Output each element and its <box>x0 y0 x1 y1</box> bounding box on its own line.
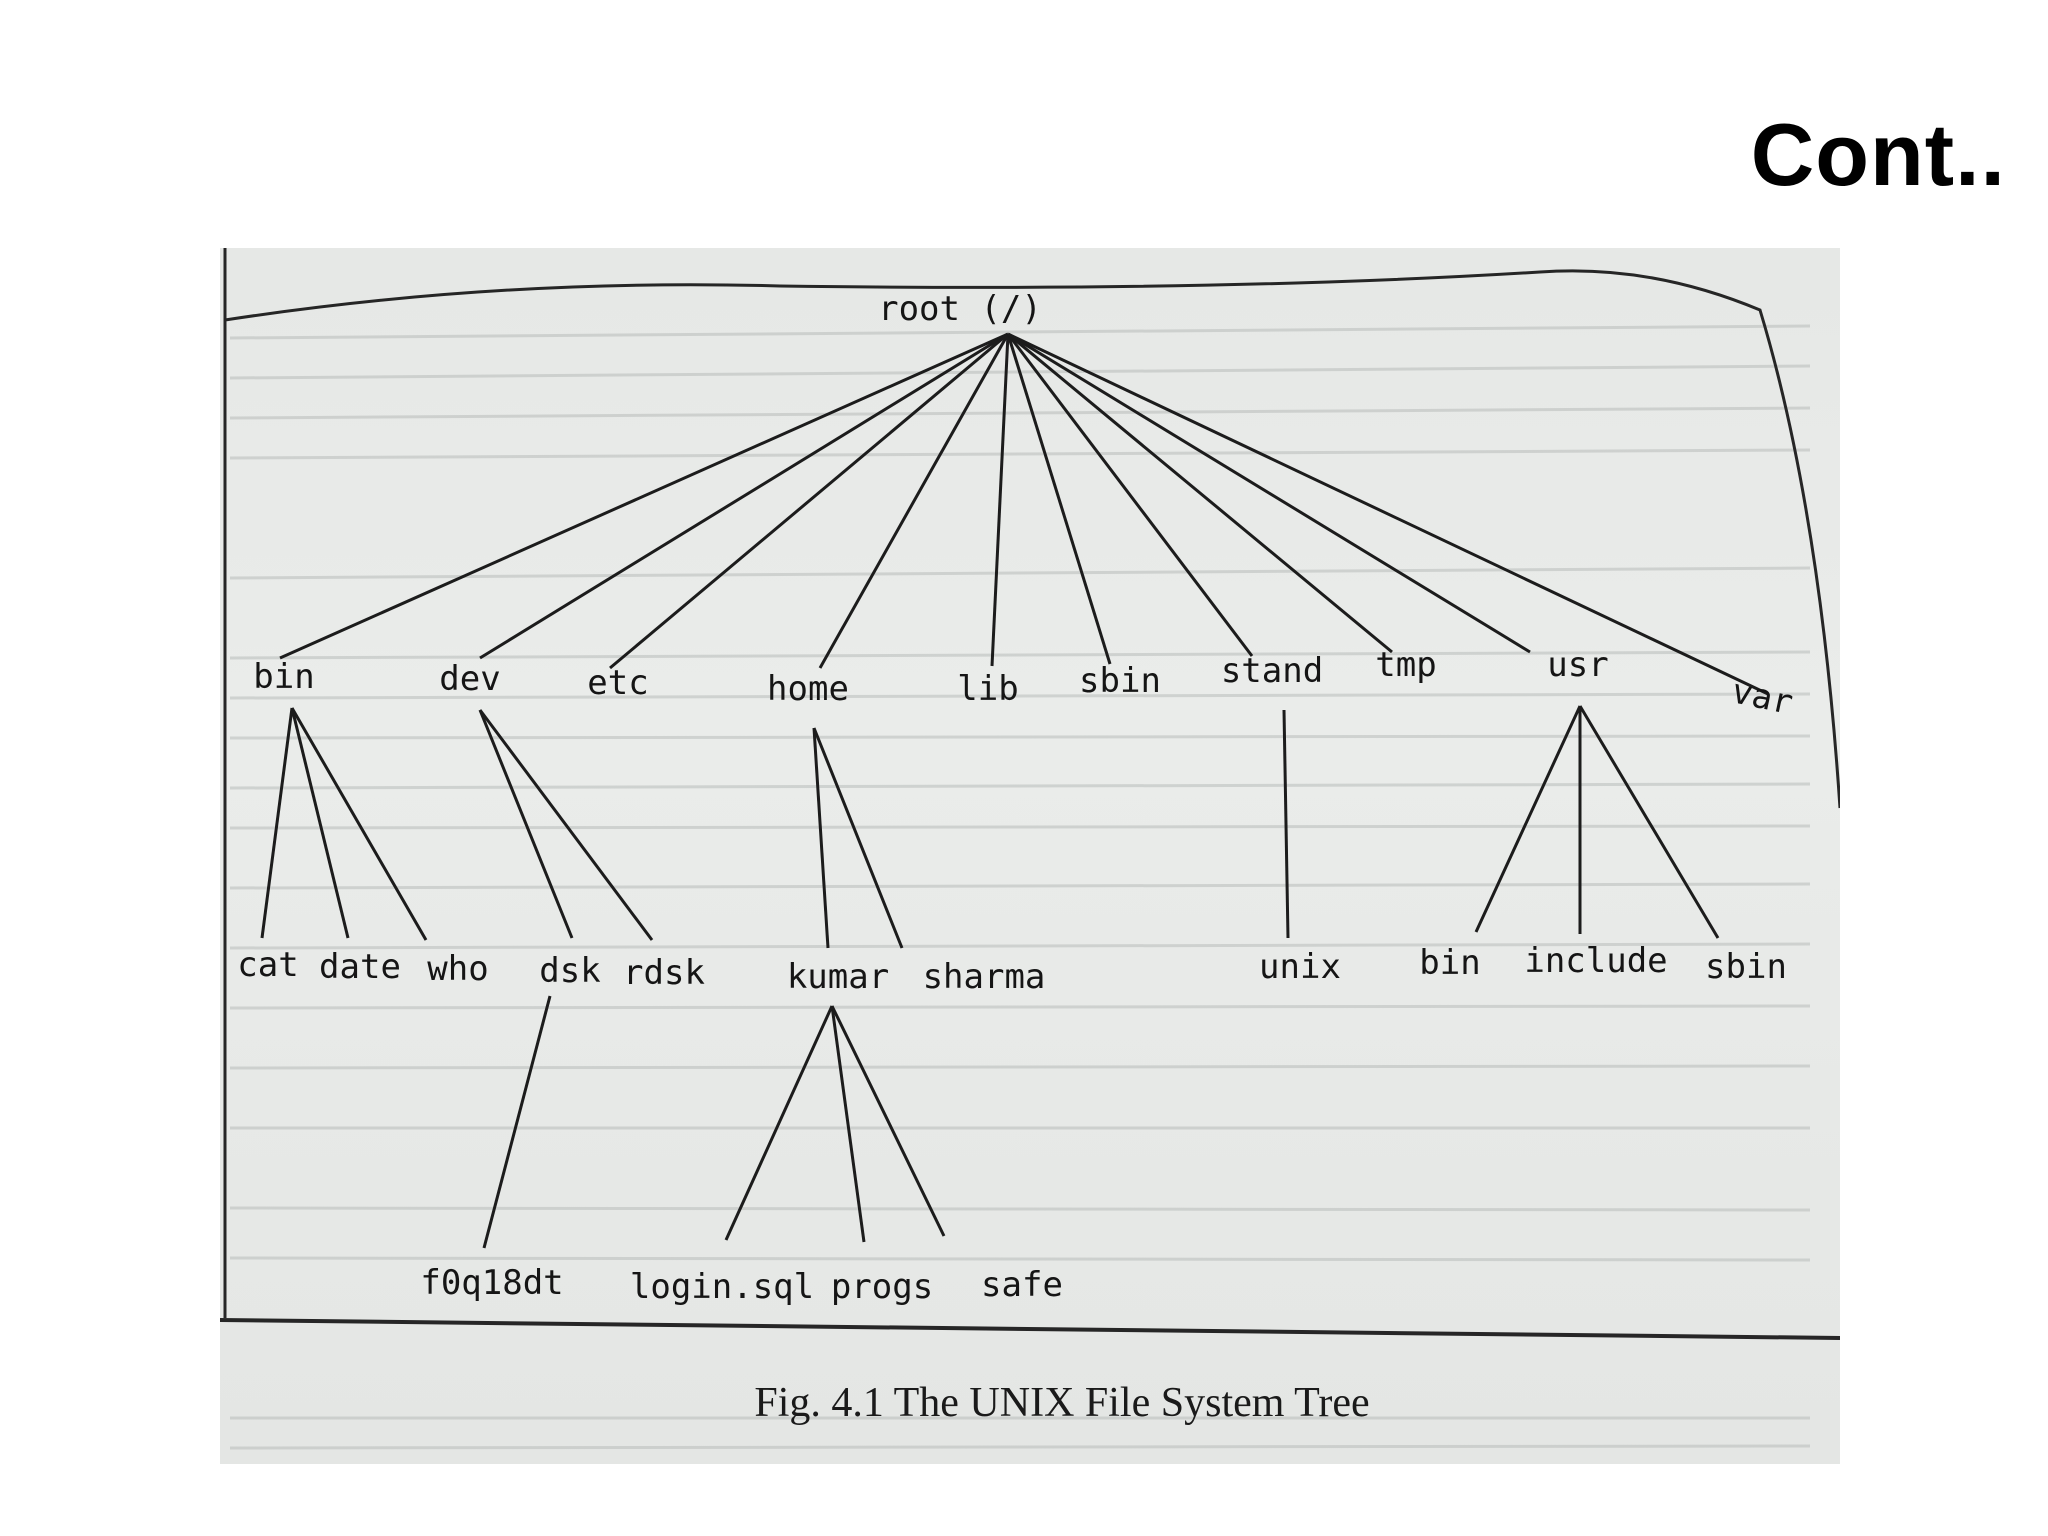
node-usr-bin: bin <box>1419 943 1480 983</box>
node-usr-sbin: sbin <box>1705 947 1787 987</box>
unix-file-system-tree-diagram: root (/) bin dev etc home lib sbin stand… <box>220 248 1840 1450</box>
textbook-photo: root (/) bin dev etc home lib sbin stand… <box>220 248 1840 1464</box>
node-tmp: tmp <box>1375 645 1436 685</box>
node-var: var <box>1728 671 1796 723</box>
figure-bottom-rule <box>220 1318 1840 1340</box>
node-sharma: sharma <box>923 957 1046 997</box>
figure-border <box>223 248 1840 1318</box>
figure-caption: Fig. 4.1 The UNIX File System Tree <box>754 1380 1369 1426</box>
node-lib: lib <box>957 669 1018 709</box>
node-rdsk: rdsk <box>623 953 705 993</box>
node-progs: progs <box>831 1267 933 1307</box>
slide-title: Cont.. <box>1750 105 2006 204</box>
node-root: root (/) <box>878 289 1042 329</box>
node-f0q18dt: f0q18dt <box>420 1263 563 1303</box>
node-etc: etc <box>587 663 648 703</box>
bleed-through-text <box>229 324 1811 1450</box>
node-date: date <box>319 947 401 987</box>
node-stand: stand <box>1221 651 1323 691</box>
tree-edges <box>260 332 1769 1249</box>
node-sbin: sbin <box>1079 661 1161 701</box>
tree-labels: root (/) bin dev etc home lib sbin stand… <box>237 289 1796 1307</box>
node-safe: safe <box>981 1265 1063 1305</box>
node-home: home <box>767 669 849 709</box>
node-usr: usr <box>1547 645 1608 685</box>
node-kumar: kumar <box>787 957 889 997</box>
node-cat: cat <box>237 945 298 985</box>
node-unix: unix <box>1259 947 1341 987</box>
node-dsk: dsk <box>539 951 600 991</box>
node-who: who <box>427 949 488 989</box>
node-bin: bin <box>253 657 314 697</box>
node-dev: dev <box>439 659 500 699</box>
node-usr-include: include <box>1524 941 1667 981</box>
node-login-sql: login.sql <box>630 1267 814 1307</box>
